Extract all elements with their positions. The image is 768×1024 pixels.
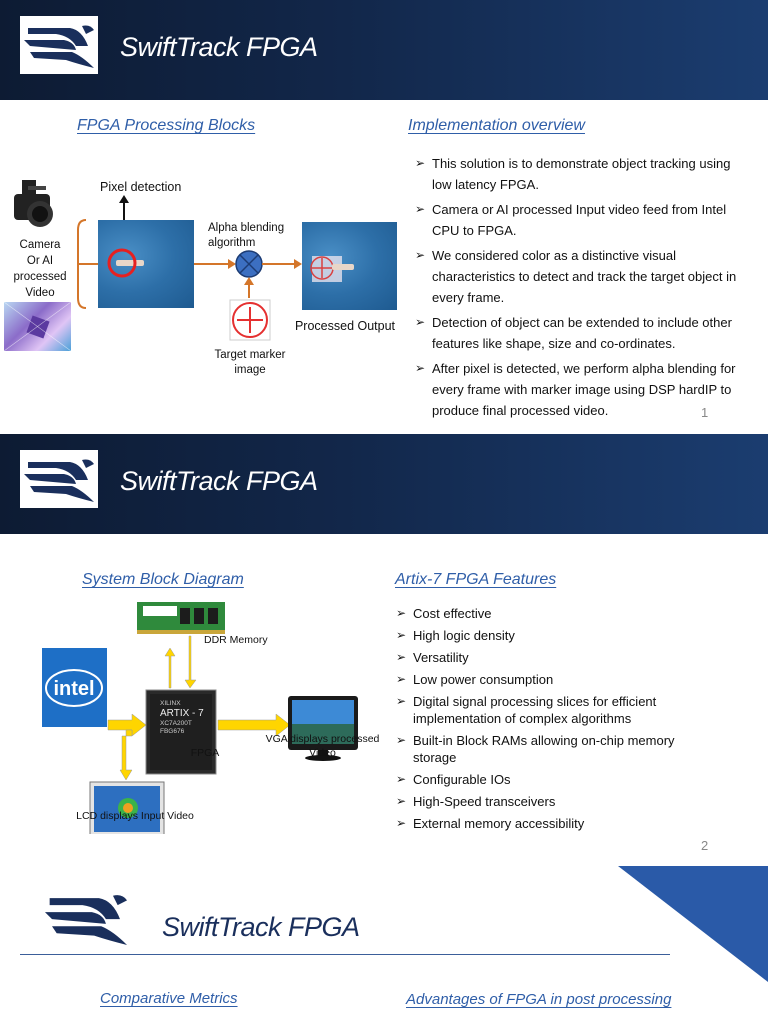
svg-text:intel: intel [53, 678, 94, 700]
section-title-artix-features: Artix-7 FPGA Features [395, 571, 557, 588]
intel-logo-icon: intel [42, 648, 107, 727]
section-title-system-block: System Block Diagram [82, 571, 244, 588]
header-rule [20, 954, 670, 955]
swift-bird-logo-icon [20, 450, 98, 508]
label-lcd-displays: LCD displays Input Video [76, 810, 194, 822]
label-image: image [234, 364, 266, 376]
label-processed: processed [13, 271, 67, 283]
label-pixel-detection: Pixel detection [100, 180, 182, 194]
slide-header: SwiftTrack FPGA [0, 434, 768, 534]
camera-icon [14, 180, 53, 227]
swift-bird-logo-icon [40, 884, 132, 952]
corner-triangle-decoration [618, 866, 768, 982]
fpga-chip-text: XILINX ARTIX - 7 XC7A200T FBG676 [160, 700, 204, 735]
label-target-marker: Target marker [214, 349, 286, 361]
section-title-fpga-advantages: Advantages of FPGA in post processing [406, 991, 672, 1008]
list-item: Configurable IOs [396, 771, 716, 788]
page-number: 2 [701, 838, 709, 853]
target-marker-icon [229, 299, 271, 341]
label-vga-displays: VGA displays processed [265, 733, 380, 745]
list-item: We considered color as a distinctive vis… [415, 245, 745, 308]
label-or-ai: Or AI [26, 255, 54, 267]
section-title-comparative-metrics: Comparative Metrics [100, 990, 238, 1007]
list-item: Built-in Block RAMs allowing on-chip mem… [396, 732, 716, 766]
list-item: This solution is to demonstrate object t… [415, 153, 745, 195]
header-title: SwiftTrack FPGA [162, 912, 360, 942]
implementation-bullets: This solution is to demonstrate object t… [415, 153, 745, 425]
header-title: SwiftTrack FPGA [120, 466, 318, 496]
label-algorithm: algorithm [208, 237, 256, 249]
vga-monitor-icon [288, 696, 358, 761]
slide-2: SwiftTrack FPGA System Block Diagram Art… [0, 434, 768, 862]
output-frame-ocean [302, 222, 397, 310]
page-number: 1 [701, 405, 709, 420]
list-item: High logic density [396, 627, 716, 644]
section-title-implementation: Implementation overview [408, 117, 585, 134]
artix-features-bullets: Cost effective High logic density Versat… [396, 605, 716, 837]
fpga-chip-icon [145, 689, 217, 775]
list-item: After pixel is detected, we perform alph… [415, 358, 745, 421]
list-item: External memory accessibility [396, 815, 716, 832]
input-frame-ocean [98, 220, 194, 308]
list-item: Digital signal processing slices for eff… [396, 693, 716, 727]
section-title-processing-blocks: FPGA Processing Blocks [77, 117, 256, 134]
label-fpga: FPGA [190, 747, 220, 759]
label-camera: Camera [19, 239, 61, 251]
list-item: Versatility [396, 649, 716, 666]
list-item: Cost effective [396, 605, 716, 622]
list-item: Low power consumption [396, 671, 716, 688]
slide-3: SwiftTrack FPGA Comparative Metrics Adva… [0, 862, 768, 1024]
label-video: Video [309, 747, 336, 759]
slide-header: SwiftTrack FPGA [0, 0, 768, 100]
swift-bird-logo-icon [20, 16, 98, 74]
blend-operator-icon [235, 250, 263, 278]
list-item: Camera or AI processed Input video feed … [415, 199, 745, 241]
ddr-memory-icon [137, 602, 225, 634]
lcd-display-icon [89, 781, 165, 834]
list-item: High-Speed transceivers [396, 793, 716, 810]
label-processed-output: Processed Output [294, 319, 396, 333]
label-alpha-blending: Alpha blending [208, 222, 285, 234]
label-ddr-memory: DDR Memory [204, 634, 268, 646]
slide-1: SwiftTrack FPGA FPGA Processing Blocks I… [0, 0, 768, 434]
label-video: Video [25, 287, 55, 299]
header-title: SwiftTrack FPGA [120, 32, 318, 62]
ai-video-thumbnail [3, 301, 72, 352]
list-item: Detection of object can be extended to i… [415, 312, 745, 354]
